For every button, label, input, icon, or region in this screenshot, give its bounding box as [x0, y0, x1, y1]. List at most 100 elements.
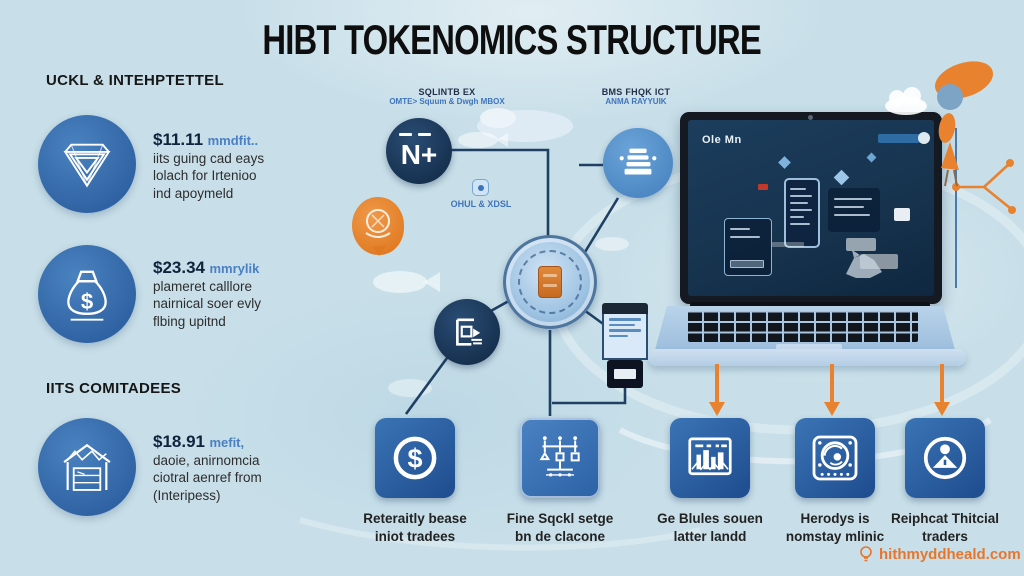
- laptop-keyboard: [688, 311, 918, 342]
- screen-text-line: [730, 228, 750, 230]
- screen-text-line: [730, 236, 760, 238]
- screen-avatar-dot: [918, 132, 930, 144]
- laptop-display: Ole Mn: [688, 120, 934, 296]
- caption-line: bn de clacone: [514, 528, 606, 544]
- n-plus-overline: [399, 133, 412, 136]
- screen-text-line: [790, 223, 810, 225]
- dial-globe-icon: [812, 435, 858, 481]
- caption-line: iniot tradees: [374, 528, 456, 544]
- caption-line: Reteraitly bease: [363, 511, 467, 526]
- node-cad-bracket: [434, 299, 500, 365]
- stat-line: lolach for Irtenioo: [153, 168, 257, 184]
- screen-text-line: [834, 198, 872, 200]
- diagram-label-left: SQLINTB EX OMTE> Squum & Dwgh MBOX: [358, 87, 536, 106]
- stat-line: nairnical soer evly: [153, 296, 262, 312]
- laptop-hinge: [690, 302, 930, 309]
- n-plus-label: N+: [400, 139, 438, 170]
- stat-line: daoie, anirnomcia: [153, 453, 260, 468]
- payment-terminal-icon: [602, 303, 648, 388]
- cad-bracket-icon: [456, 318, 482, 346]
- laptop-base-lip: [648, 349, 966, 366]
- orange-blob-icon: [352, 197, 404, 256]
- caption-line: Fine Sqckl setge: [506, 511, 614, 526]
- stat-circle-committee: [38, 418, 136, 516]
- stat-block-3: $18.91 mefit, daoie, anirnomcia ciotral …: [153, 432, 328, 504]
- caption-line: Reiphcat Thitcial: [890, 511, 1000, 526]
- terminal-module: [607, 360, 643, 388]
- stat-line: ind apoymeld: [153, 185, 234, 201]
- stat-circle-funds: $: [38, 245, 136, 343]
- screen-text-line: [790, 202, 808, 204]
- sidebar-section1-header: UCKL & INTEHPTETTEL: [46, 72, 224, 89]
- tile-caption-4: Herodys is nomstay mlinic: [750, 510, 920, 546]
- dollar-circle-icon: $: [393, 436, 437, 480]
- screen-chat-panel: [828, 188, 880, 232]
- coin-token-icon: [503, 235, 597, 329]
- tile-caption-3: Ge Blules souen latter landd: [625, 510, 795, 546]
- svg-text:$: $: [81, 289, 94, 314]
- market-chart-icon: [688, 437, 732, 476]
- tile-market: [670, 418, 750, 498]
- droplet-icon: [472, 179, 489, 196]
- tile-dial: [795, 418, 875, 498]
- coin-dashed-ring: [518, 250, 582, 314]
- stat-suffix: mmdfit..: [207, 133, 259, 148]
- tile-caption-2: Fine Sqckl setge bn de clacone: [475, 510, 645, 546]
- stat-block-1: $11.11 mmdfit.. iits guing cad eays lola…: [153, 130, 328, 202]
- lightbulb-icon: [860, 546, 872, 562]
- warehouse-icon: [63, 443, 111, 491]
- tile-flowchart: [520, 418, 600, 498]
- trader-badge-icon: [923, 436, 967, 480]
- stack-icon: [619, 148, 657, 175]
- node-stack: [603, 128, 673, 198]
- n-plus-overline: [418, 133, 431, 136]
- laptop-app-title: Ole Mn: [702, 134, 742, 146]
- stat-line: (Interipess): [153, 487, 221, 503]
- screen-text-line: [834, 206, 864, 208]
- screen-text-line: [790, 195, 812, 197]
- screen-sparkles: [778, 152, 877, 186]
- caption-line: latter landd: [673, 528, 747, 544]
- stat-suffix: mmrylik: [209, 261, 260, 276]
- screen-header-chip: [878, 134, 920, 143]
- stat-line: iits guing cad eays: [153, 151, 265, 166]
- flowchart-icon: [539, 436, 580, 477]
- screen-card-panel: [724, 218, 772, 276]
- laptop-screen: Ole Mn: [680, 112, 942, 304]
- diagram-label-left-subtitle: OMTE> Squum & Dwgh MBOX: [389, 97, 505, 106]
- node-caption: OHUL & XDSL: [450, 199, 512, 209]
- svg-text:$: $: [407, 444, 422, 474]
- screen-mini-box: [730, 260, 764, 268]
- laptop-webcam: [808, 115, 813, 120]
- screen-footer-smudge: [772, 242, 804, 247]
- stat-amount: $23.34: [153, 258, 205, 277]
- diagram-label-right: BMS FHQK ICT ANMA RAYYUIK: [576, 87, 696, 106]
- wolf-sketch: [846, 250, 882, 278]
- stat-line: flbing upitnd: [153, 313, 226, 329]
- screen-text-line: [790, 209, 812, 211]
- droplet-dot: [477, 184, 484, 191]
- screen-white-chip: [894, 208, 910, 221]
- sidebar-section2-header: IITS COMITADEES: [46, 380, 182, 397]
- watermark-text: hithmyddheald.com: [879, 545, 1021, 563]
- tile-caption-1: Reteraitly bease iniot tradees: [330, 510, 500, 546]
- diagram-label-left-title: SQLINTB EX: [418, 87, 476, 97]
- node-n-plus: N+: [386, 118, 452, 184]
- screen-text-line: [834, 214, 870, 216]
- tile-caption-5: Reiphcat Thitcial traders: [860, 510, 1024, 546]
- caption-line: Herodys is: [800, 511, 870, 526]
- screen-gray-block: [846, 238, 876, 251]
- stat-suffix: mefit,: [209, 435, 245, 450]
- terminal-cap: [602, 303, 648, 314]
- coin-emblem: [538, 266, 562, 298]
- laptop-trackpad: [776, 344, 842, 353]
- stat-line: plameret calllore: [153, 279, 253, 294]
- stat-amount: $11.11: [153, 130, 204, 149]
- caption-line: Ge Blules souen: [657, 511, 763, 526]
- watermark-link[interactable]: hithmyddheald.com: [858, 545, 1021, 563]
- diagram-label-right-subtitle: ANMA RAYYUIK: [605, 97, 667, 106]
- page-title: HIBT TOKENOMICS STRUCTURE: [262, 16, 762, 63]
- stat-circle-allocation: [38, 115, 136, 213]
- stat-line: ciotral aenref from: [153, 470, 262, 486]
